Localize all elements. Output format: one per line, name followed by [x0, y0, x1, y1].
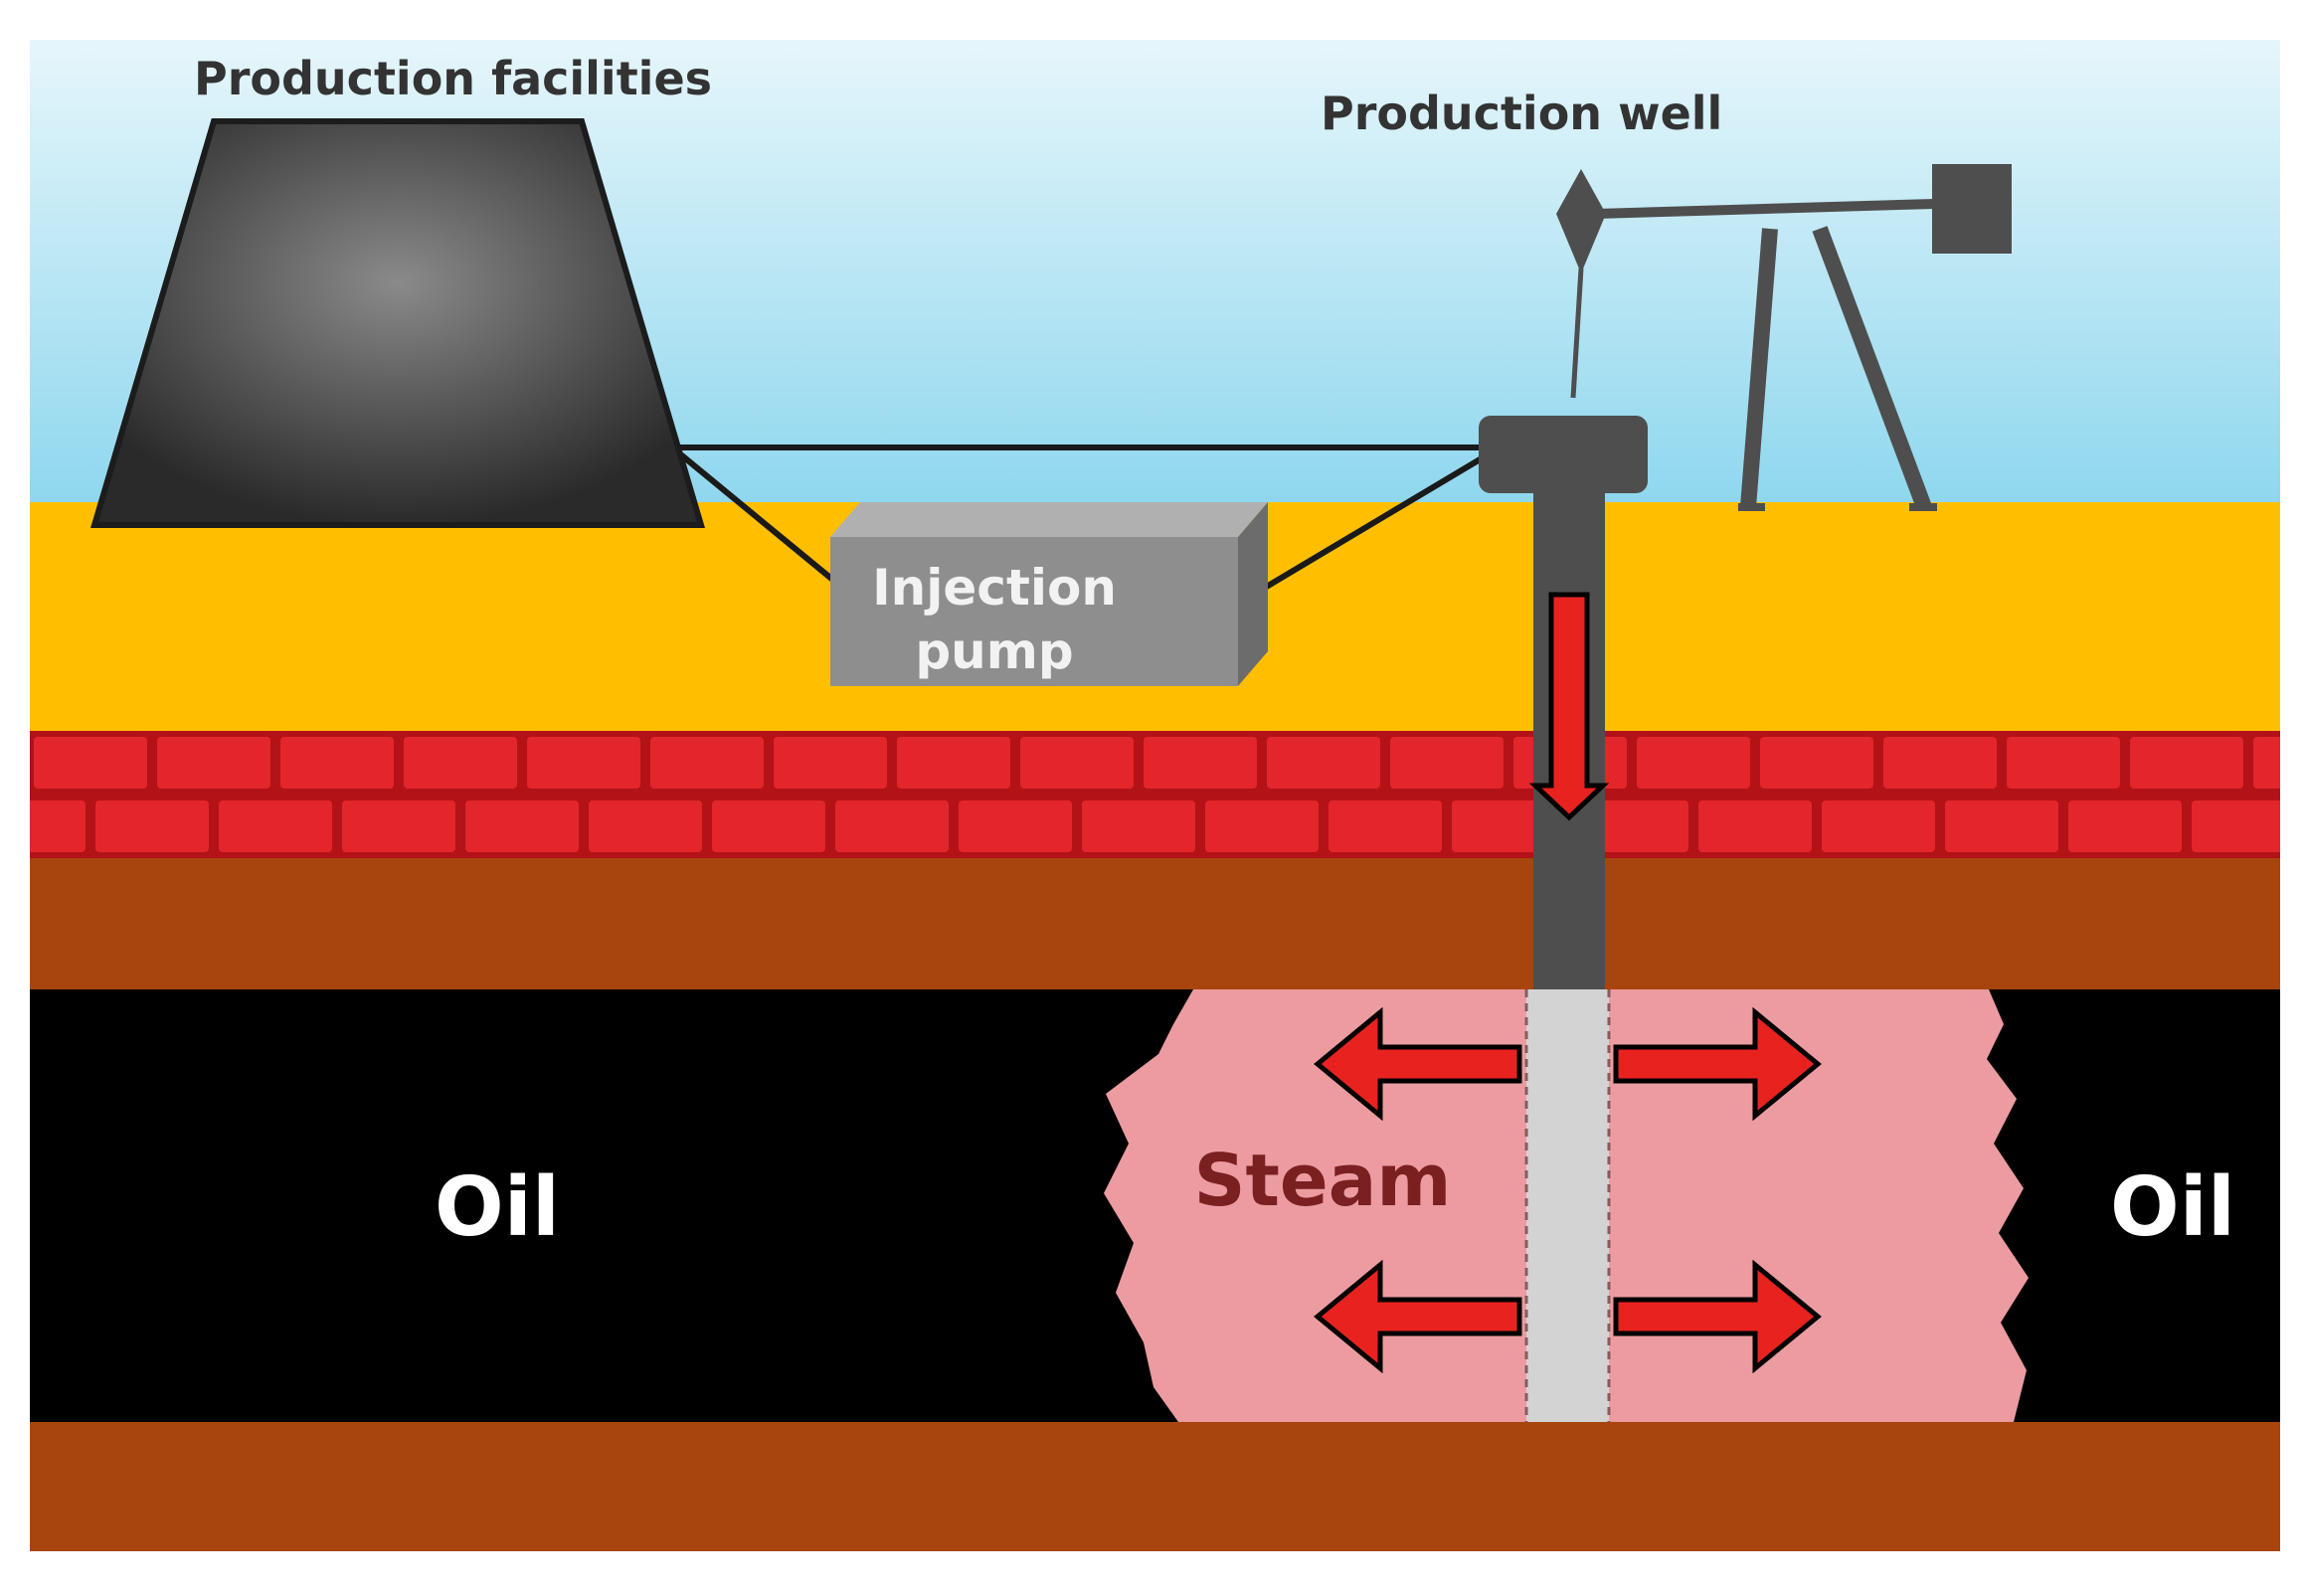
- soil-layer-upper: [30, 858, 2280, 989]
- pumpjack-icon: [1556, 164, 2012, 511]
- caprock-brick-layer: [30, 731, 2280, 858]
- production-well-bore: [1479, 416, 1648, 1422]
- steam-arrow-lower-left: [1314, 1259, 1522, 1374]
- pipe-lines: [676, 444, 1494, 610]
- steam-arrow-lower-right: [1613, 1259, 1822, 1374]
- label-production-facilities: Production facilities: [194, 52, 712, 105]
- label-production-well: Production well: [1321, 87, 1722, 140]
- injection-pump-box: [830, 502, 1268, 686]
- steam-arrow-upper-right: [1613, 1006, 1822, 1122]
- label-steam: Steam: [1194, 1139, 1452, 1222]
- steam-arrows: [1314, 1006, 1822, 1374]
- label-injection-pump-line2: pump: [915, 622, 1073, 680]
- production-facility-icon: [89, 118, 706, 528]
- soil-layer-lower: [30, 1422, 2280, 1551]
- label-injection-pump-line1: Injection: [872, 559, 1117, 617]
- steam-arrow-upper-left: [1314, 1006, 1522, 1122]
- label-oil-left: Oil: [435, 1160, 560, 1255]
- label-oil-right: Oil: [2110, 1160, 2235, 1255]
- downward-steam-arrow: [1528, 592, 1610, 821]
